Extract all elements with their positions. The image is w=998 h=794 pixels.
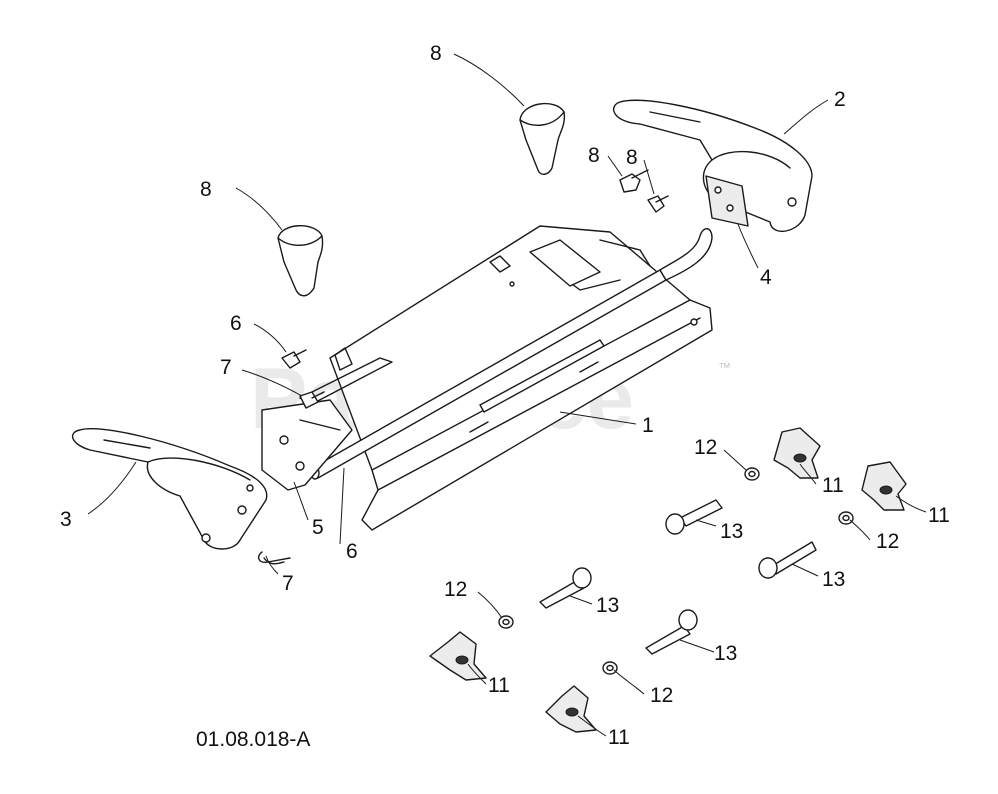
callout-2: 2 <box>834 88 846 111</box>
part-knob-right <box>519 102 566 175</box>
callout-13-d: 13 <box>714 642 737 665</box>
part-carriage-bolt-d <box>645 609 698 655</box>
part-carriage-bolt-b <box>758 541 817 579</box>
callout-13-c: 13 <box>596 594 619 617</box>
callout-12-b: 12 <box>876 530 899 553</box>
part-bolt-right-a <box>619 169 649 193</box>
watermark-trademark: ™ <box>718 360 731 375</box>
callout-12-c: 12 <box>444 578 467 601</box>
callout-5: 5 <box>312 516 324 539</box>
callout-7: 7 <box>282 572 294 595</box>
part-bracket-left <box>261 399 353 491</box>
callout-13-b: 13 <box>822 568 845 591</box>
drawing-number: 01.08.018-A <box>196 728 310 751</box>
callout-10: 8 <box>200 178 212 201</box>
callout-13-a: 13 <box>720 520 743 543</box>
part-bolt-right-b <box>647 195 669 213</box>
part-washer-a <box>744 467 760 481</box>
callout-8-right-b: 8 <box>626 146 638 169</box>
part-star-knob-a <box>773 427 821 479</box>
part-carriage-bolt-c <box>539 567 592 609</box>
callout-3: 3 <box>60 508 72 531</box>
part-carriage-bolt-a <box>665 499 723 535</box>
part-handle-right <box>612 99 813 232</box>
part-washer-c <box>498 615 514 629</box>
part-star-knob-d <box>545 685 597 733</box>
callout-8-right-a: 8 <box>588 144 600 167</box>
part-washer-b <box>838 511 854 525</box>
callout-12-a: 12 <box>694 436 717 459</box>
callout-11-d: 11 <box>608 726 630 749</box>
callout-8-left-a: 6 <box>230 312 242 335</box>
callout-8-left-b: 7 <box>220 356 232 379</box>
callout-4: 4 <box>760 266 772 289</box>
callout-6: 6 <box>346 540 358 563</box>
part-frame-rail <box>299 225 713 531</box>
callout-12-d: 12 <box>650 684 673 707</box>
part-handle-left <box>71 428 268 550</box>
part-washer-d <box>602 661 618 675</box>
callout-11-a: 11 <box>822 474 844 497</box>
callout-11-b: 11 <box>928 504 950 527</box>
part-hairpin-clip <box>257 551 291 565</box>
part-bolt-left-a <box>281 349 307 369</box>
part-knob-left <box>277 225 324 297</box>
part-bolt-left-b <box>299 391 325 409</box>
leader-lines <box>87 53 927 737</box>
callout-labels: 8 2 8 8 8 4 6 7 1 12 11 11 12 3 5 13 6 7… <box>60 42 950 749</box>
part-star-knob-c <box>429 631 487 681</box>
part-star-knob-b <box>861 461 907 511</box>
callout-11-c: 11 <box>488 674 510 697</box>
callout-9: 8 <box>430 42 442 65</box>
callout-1: 1 <box>642 414 654 437</box>
